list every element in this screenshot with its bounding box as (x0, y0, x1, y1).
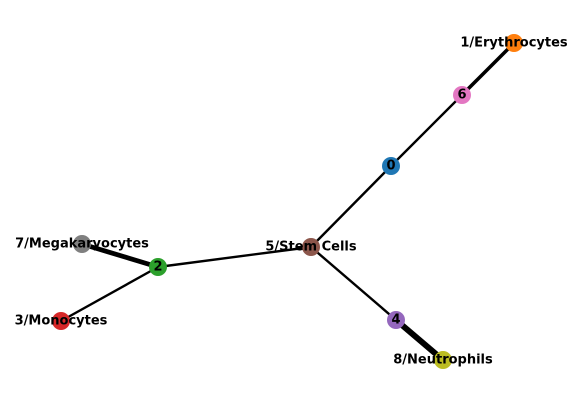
edge-2-7 (81, 241, 159, 270)
node-0 (382, 157, 400, 175)
node-label-6: 6 (457, 88, 466, 103)
node-label-8: 8/Neutrophils (393, 353, 493, 368)
node-4 (387, 311, 405, 329)
edge-5-0 (310, 165, 392, 248)
nodes-layer (52, 34, 523, 369)
node-7 (73, 235, 91, 253)
node-label-4: 4 (391, 313, 400, 328)
node-label-7: 7/Megakaryocytes (15, 237, 149, 252)
labels-layer: 0 1/Erythrocytes 2 3/Monocytes 4 5/Stem Cells… (15, 36, 568, 368)
node-5 (302, 238, 320, 256)
node-6 (453, 86, 471, 104)
edge-0-6 (390, 94, 463, 167)
edge-5-4 (310, 246, 397, 321)
edge-6-1 (460, 41, 516, 97)
edge-4-8 (394, 317, 445, 363)
node-3 (52, 312, 70, 330)
node-label-0: 0 (386, 159, 395, 174)
node-2 (149, 258, 167, 276)
edge-5-2 (157, 245, 312, 269)
node-label-5: 5/Stem Cells (265, 240, 357, 255)
edges-layer (60, 41, 516, 363)
node-1 (505, 34, 523, 52)
node-label-1: 1/Erythrocytes (460, 36, 568, 51)
node-label-2: 2 (153, 260, 162, 275)
node-8 (434, 351, 452, 369)
node-label-3: 3/Monocytes (15, 314, 108, 329)
edge-2-3 (60, 265, 159, 323)
